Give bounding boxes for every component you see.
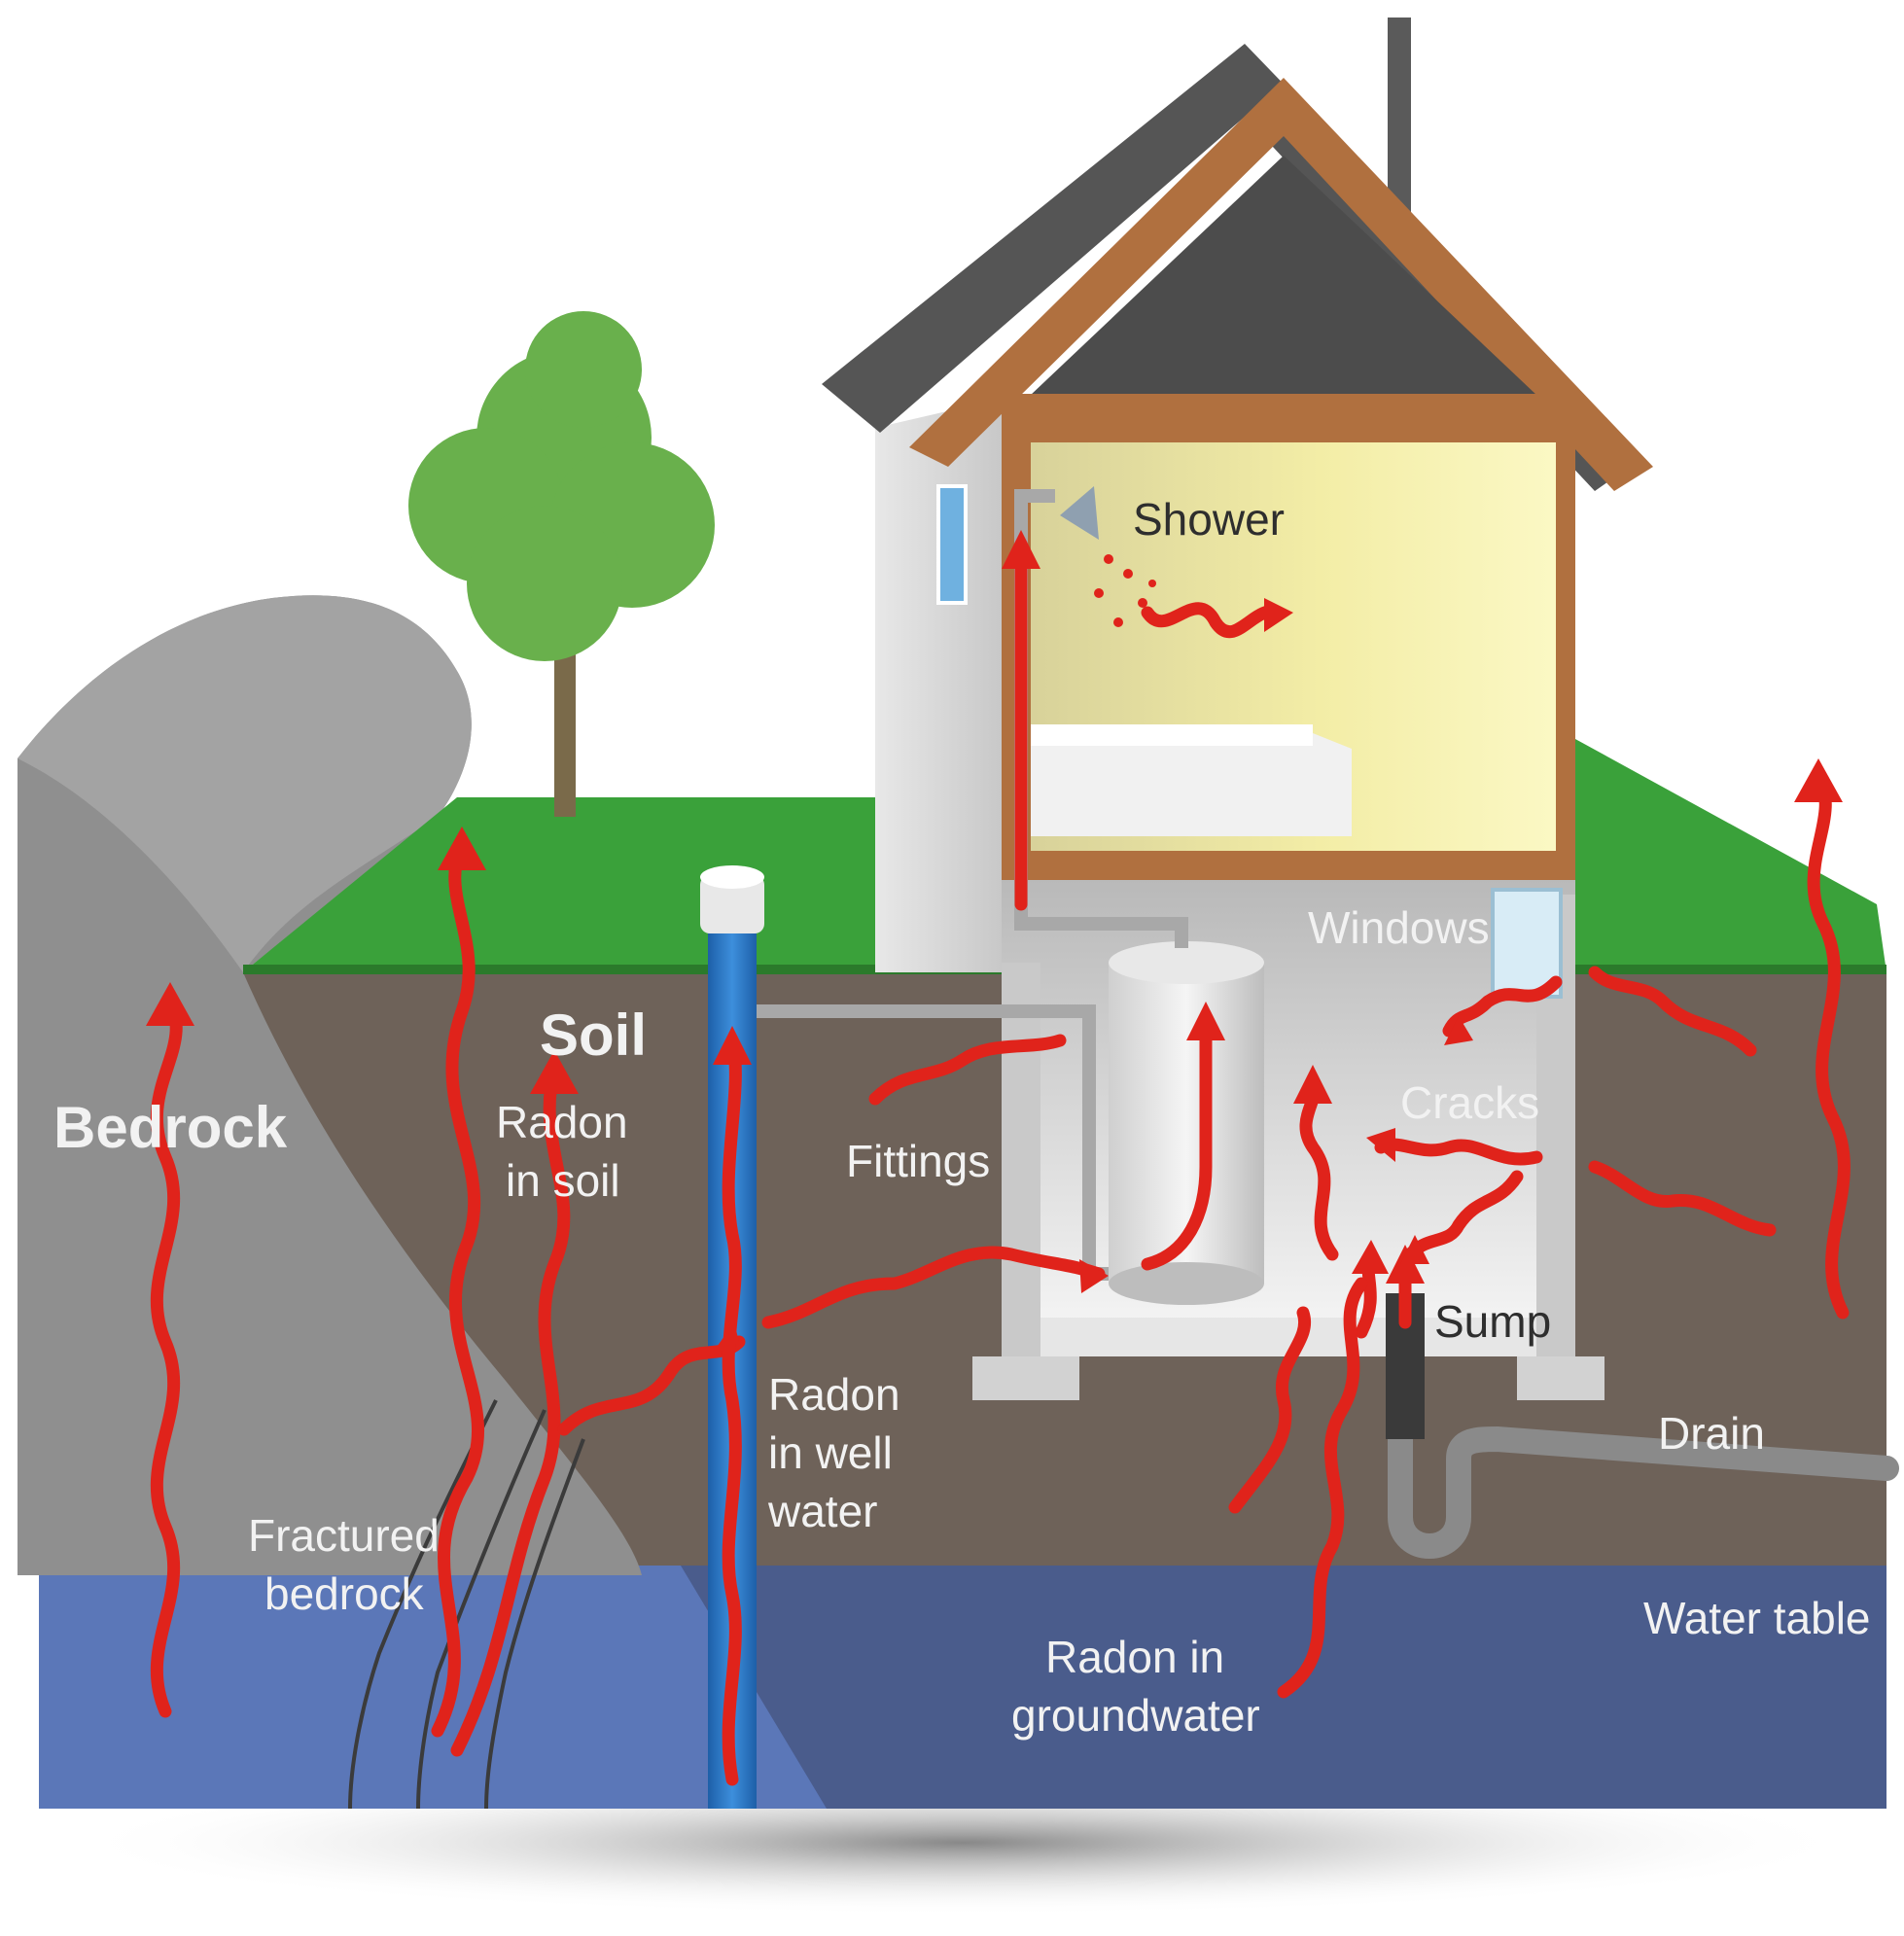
radon-arrow-fittings	[868, 1034, 1067, 1106]
water-heater-top	[1109, 941, 1264, 984]
radon-arrow-cracks-1	[1374, 1138, 1543, 1166]
tree-trunk	[554, 622, 576, 817]
house-side-wall	[875, 399, 1002, 972]
label-water-table: Water table	[1643, 1593, 1871, 1643]
radon-arrow-shower-air	[1141, 602, 1286, 639]
label-drain: Drain	[1658, 1408, 1765, 1459]
label-cracks: Cracks	[1400, 1077, 1539, 1128]
label-bedrock: Bedrock	[53, 1095, 288, 1160]
bedrock-top	[18, 595, 472, 972]
label-radon-in-groundwater-1: Radon in	[1045, 1632, 1224, 1682]
shower-spray	[1094, 554, 1156, 627]
label-windows: Windows	[1308, 902, 1490, 953]
radon-arrows	[150, 538, 1851, 1786]
radon-arrow-well-to-house	[761, 1246, 1106, 1329]
radon-arrowheads	[146, 530, 1843, 1356]
tree-canopy	[408, 311, 715, 661]
radon-arrow-bedrock	[150, 995, 183, 1718]
radon-arrow-groundwater	[1277, 1277, 1368, 1699]
basement	[1002, 880, 1575, 1327]
radon-arrow-cracks-2	[1403, 1170, 1524, 1261]
label-radon-in-well-water-3: water	[767, 1486, 877, 1536]
radon-arrow-far-right	[1807, 771, 1851, 1320]
label-radon-in-well-water-2: in well	[768, 1427, 893, 1478]
radon-arrow-tank	[1141, 1014, 1213, 1271]
radon-arrow-right-soil	[1588, 966, 1757, 1057]
label-radon-in-groundwater-2: groundwater	[1011, 1690, 1260, 1741]
grass-left	[243, 797, 982, 972]
basement-wall-left	[1002, 963, 1040, 1400]
bathtub-rim	[1031, 724, 1313, 746]
room-floor	[1002, 851, 1575, 880]
radon-arrow-soil-to-slab	[1228, 1306, 1312, 1514]
water-heater-bottom	[1109, 1262, 1264, 1305]
shower-head	[1060, 486, 1099, 540]
side-window	[936, 484, 968, 605]
grass-right	[1575, 739, 1886, 972]
radon-arrow-cracks-3	[1588, 1160, 1777, 1237]
label-soil: Soil	[540, 1003, 647, 1068]
label-radon-in-soil-1: Radon	[496, 1097, 628, 1147]
well-cap	[700, 875, 764, 933]
roof-frame	[909, 78, 1653, 491]
bathtub	[1031, 729, 1352, 836]
label-radon-in-well-water-1: Radon	[768, 1369, 900, 1420]
bedrock-fracture-3	[484, 1438, 585, 1810]
label-fractured-bedrock-1: Fractured	[248, 1510, 440, 1561]
footing-right	[1517, 1356, 1604, 1400]
label-fractured-bedrock-2: bedrock	[264, 1568, 425, 1619]
chimney	[1388, 18, 1411, 212]
radon-arrow-soil-1	[431, 839, 485, 1738]
shower-pipe	[1014, 489, 1188, 948]
label-sump: Sump	[1434, 1296, 1551, 1347]
footing-left	[972, 1356, 1079, 1400]
label-radon-in-soil-2: in soil	[506, 1155, 620, 1206]
sump-drain-pipe	[1388, 1320, 1899, 1559]
attic-floor	[1002, 394, 1575, 418]
attic	[1011, 156, 1556, 413]
bedrock-fracture-1	[348, 1399, 498, 1810]
label-fittings: Fittings	[846, 1136, 990, 1186]
well-cap-top	[700, 865, 764, 889]
radon-arrow-in-well	[722, 1034, 742, 1786]
label-shower: Shower	[1133, 494, 1285, 545]
radon-arrow-soil-2	[450, 1063, 571, 1757]
